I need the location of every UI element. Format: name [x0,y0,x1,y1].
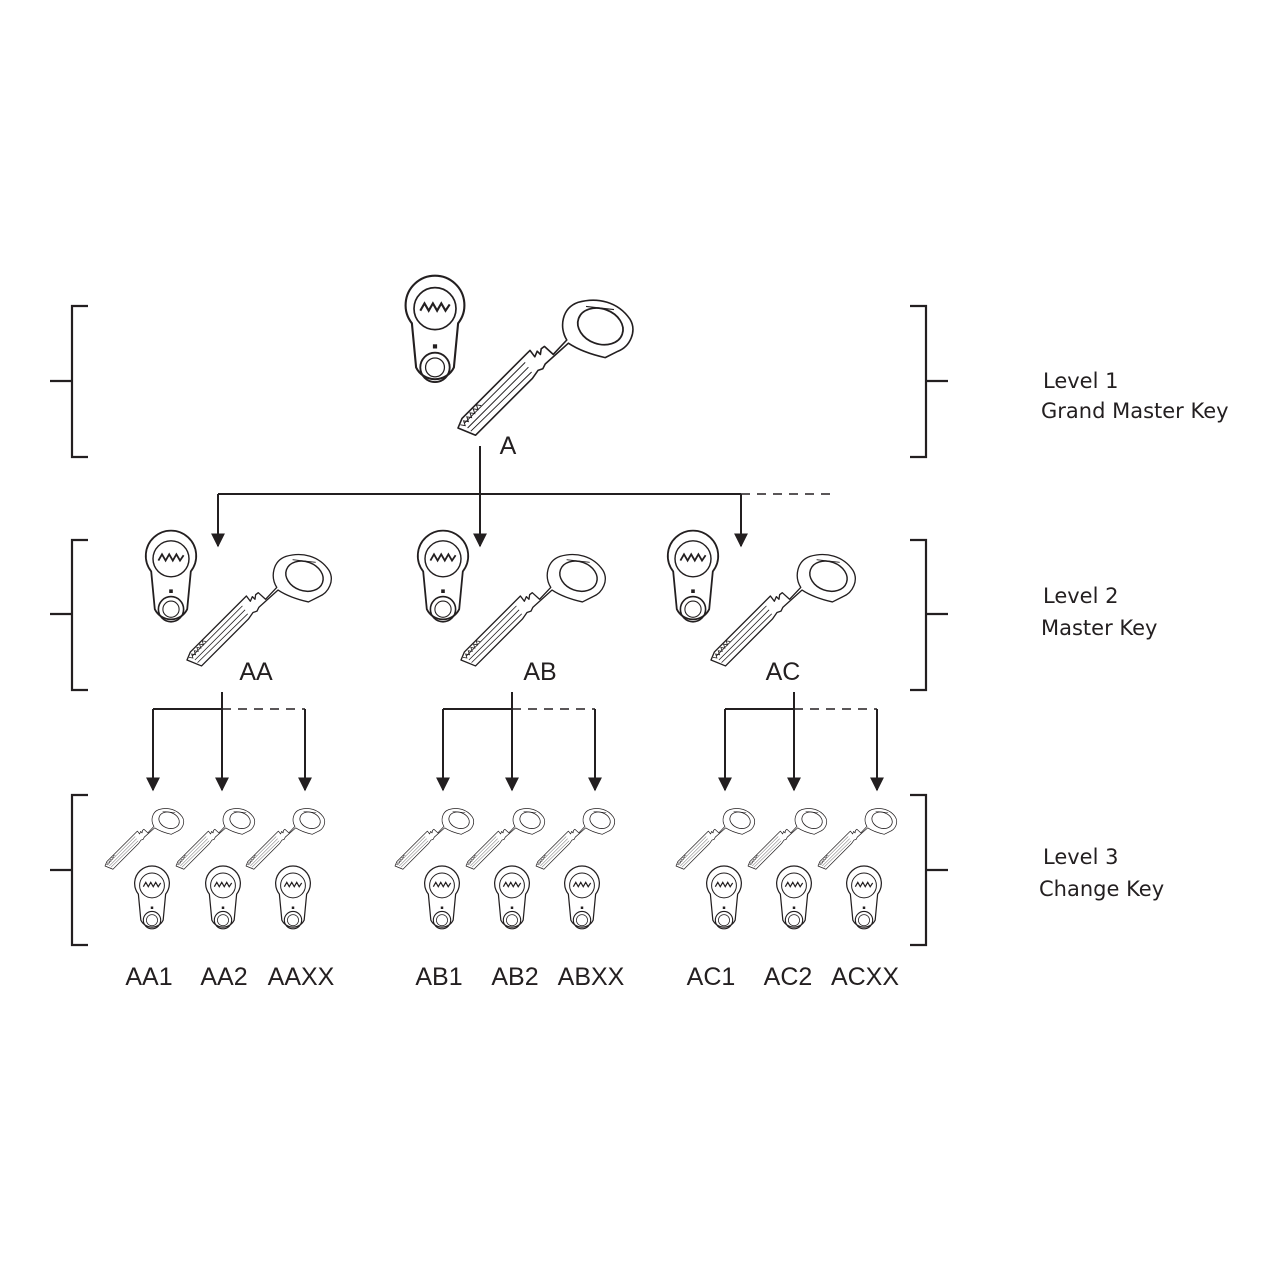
level-3-bracket-right [910,793,948,947]
level-2-bracket-left [50,538,88,692]
level-3-caption: Level 3 Change Key [1039,845,1164,901]
level-3-number: Level 3 [1043,845,1118,869]
ab-connectors [436,692,602,792]
key-icon [457,299,634,437]
master-key-group-ab: AB [416,529,606,686]
key-icon [245,808,326,870]
aa-connectors [146,692,312,792]
level-2-number: Level 2 [1043,584,1118,608]
change-key-label: AB1 [415,963,462,991]
cylinder-icon [494,865,530,930]
key-icon [175,808,256,870]
cylinder-icon [424,865,460,930]
change-key-label: AA1 [125,963,172,991]
level-1-caption: Level 1 Grand Master Key [1041,369,1229,423]
level-2-name: Master Key [1041,616,1157,640]
master-key-label-aa: AA [239,658,273,686]
cylinder-icon [416,529,470,623]
cylinder-icon [275,865,311,930]
key-icon [710,553,856,667]
change-key-icons [104,808,898,930]
level-1-number: Level 1 [1043,369,1118,393]
cylinder-icon [846,865,882,930]
level-1-bracket-left [50,304,88,459]
change-key-label: ACXX [831,963,899,991]
grand-master-key-label: A [500,432,517,460]
cylinder-icon [564,865,600,930]
master-key-group-aa: AA [144,529,332,686]
change-key-label: AAXX [268,963,335,991]
change-key-label: ABXX [558,963,625,991]
key-icon [460,553,606,667]
change-key-label: AC1 [687,963,736,991]
master-key-group-ac: AC [666,529,856,686]
key-icon [675,808,756,870]
level-3-bracket-left [50,793,88,947]
cylinder-icon [144,529,198,623]
key-icon [186,553,332,667]
change-key-labels: AA1 AA2 AAXX AB1 AB2 ABXX AC1 AC2 ACXX [125,963,899,991]
cylinder-icon [205,865,241,930]
change-key-label: AB2 [491,963,538,991]
key-icon [465,808,546,870]
change-key-label: AA2 [200,963,247,991]
grand-master-key-group: A [404,274,634,460]
cylinder-icon [404,274,466,384]
key-icon [747,808,828,870]
level-1-name: Grand Master Key [1041,399,1229,423]
ac-connectors [718,692,884,792]
level-1-to-2-connectors [211,446,832,548]
master-key-label-ac: AC [766,658,801,686]
cylinder-icon [706,865,742,930]
level-2-caption: Level 2 Master Key [1041,584,1157,640]
change-key-label: AC2 [764,963,813,991]
level-3-name: Change Key [1039,877,1164,901]
cylinder-icon [776,865,812,930]
key-icon [394,808,475,870]
key-icon [535,808,616,870]
key-icon [104,808,185,870]
cylinder-icon [666,529,720,623]
master-key-label-ab: AB [523,658,556,686]
level-2-bracket-right [910,538,948,692]
key-icon [817,808,898,870]
level-1-bracket-right [910,304,948,459]
cylinder-icon [134,865,170,930]
